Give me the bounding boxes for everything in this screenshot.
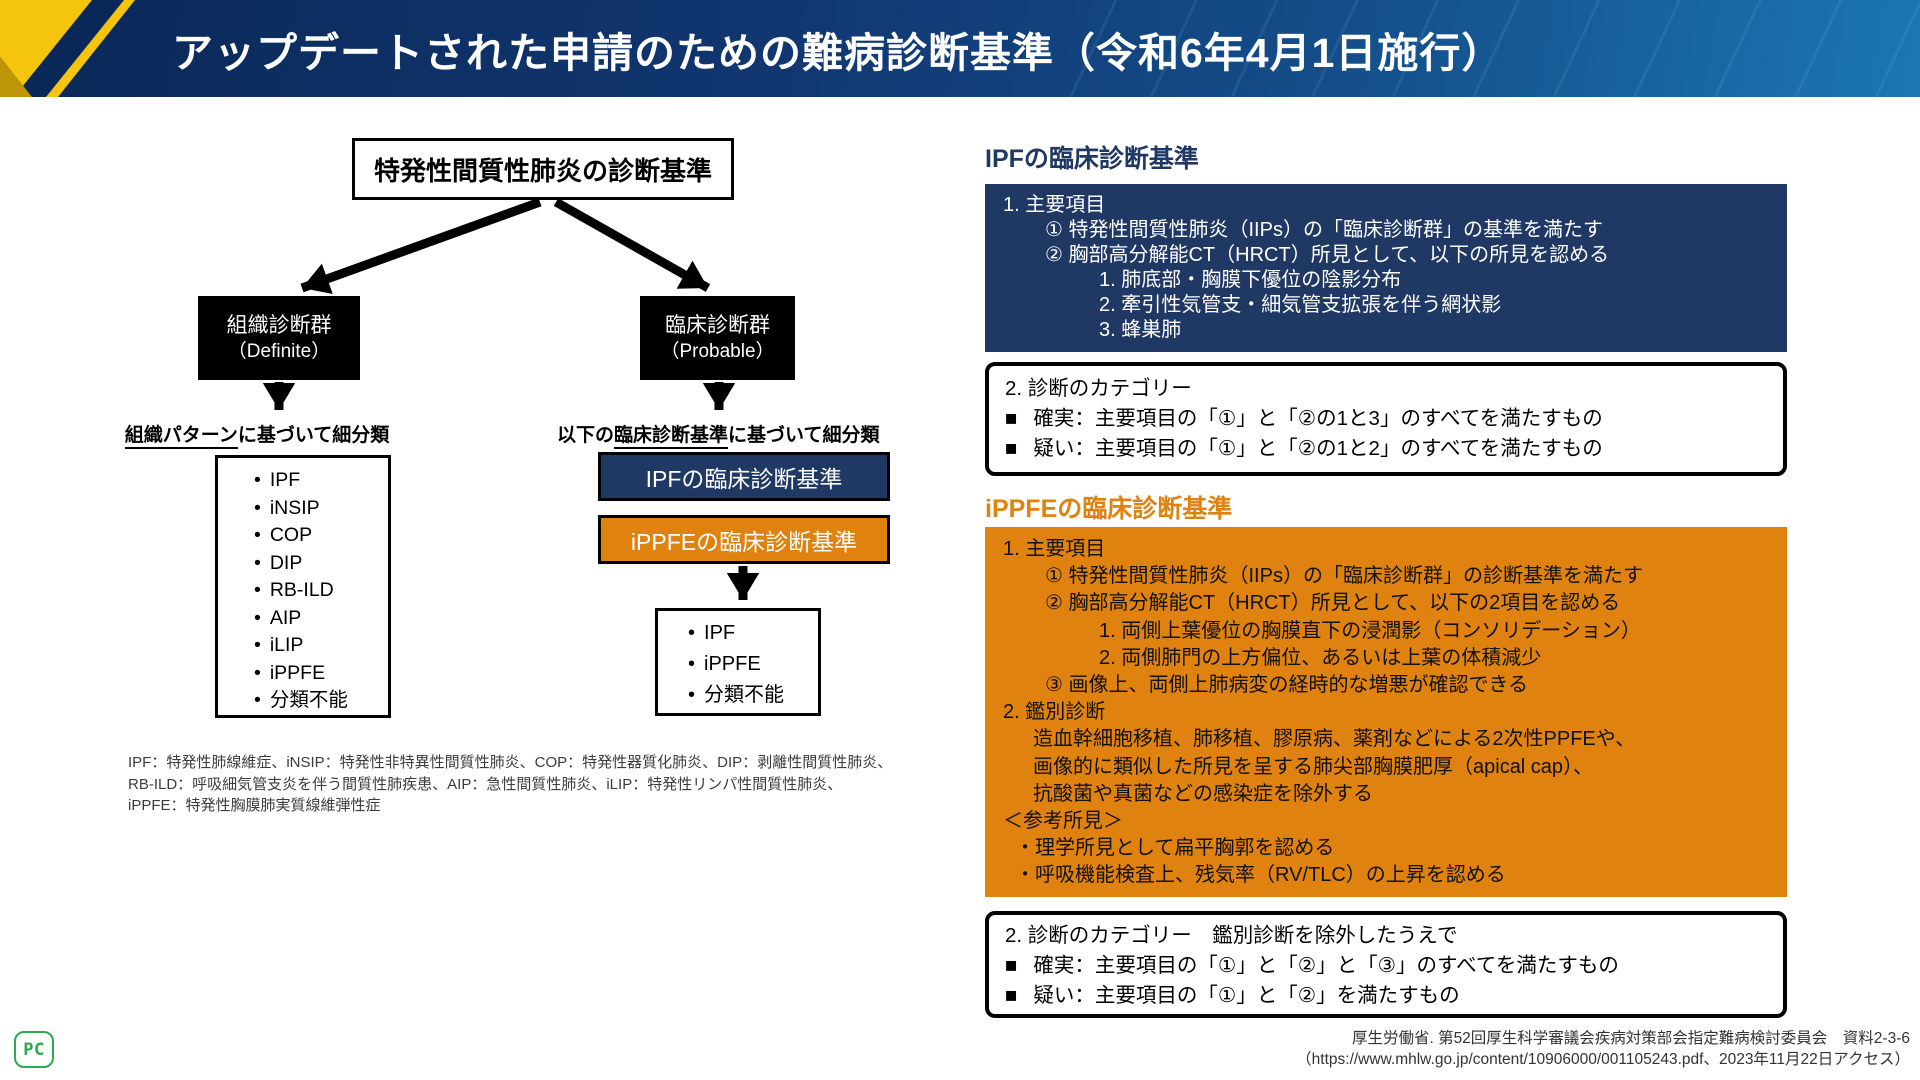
square-bullet-icon: ■ (1005, 407, 1018, 430)
dot-bullet-icon: • (254, 496, 261, 519)
panel-line: 2. 牽引性気管支・細気管支拡張を伴う網状影 (1099, 294, 1502, 316)
category-item: ■ 確実：主要項目の「①」と「②」と「③」のすべてを満たすもの (1005, 951, 1767, 981)
ippfe-criteria-tag-box: iPPFEの臨床診断基準 (598, 515, 890, 564)
panel-line: ・理学所見として扁平胸郭を認める (1015, 837, 1335, 860)
root-criteria-box: 特発性間質性肺炎の診断基準 (352, 138, 734, 200)
dot-bullet-icon: • (688, 653, 696, 675)
category-item: ■ 疑い：主要項目の「①」と「②」を満たすもの (1005, 981, 1767, 1011)
square-bullet-icon: ■ (1005, 984, 1018, 1007)
dot-bullet-icon: • (254, 634, 261, 656)
clinical-subtype-list: •IPF •iPPFE •分類不能 (655, 608, 821, 716)
category-item: ■ 確実：主要項目の「①」と「②の1と3」のすべてを満たすもの (1005, 404, 1767, 434)
panel-line: 1. 肺底部・胸膜下優位の陰影分布 (1099, 269, 1402, 291)
dot-bullet-icon: • (254, 606, 261, 629)
panel-line: ＜参考所見＞ (1003, 810, 1123, 833)
list-item: •iNSIP (254, 495, 388, 523)
dot-bullet-icon: • (254, 689, 261, 711)
histology-subtype-list: •IPF •iNSIP •COP •DIP •RB-ILD •AIP •iLIP… (215, 455, 391, 718)
panel-line: 1. 主要項目 (1003, 538, 1106, 560)
panel-line: ・呼吸機能検査上、残気率（RV/TLC）の上昇を認める (1015, 864, 1506, 887)
panel-line: 2. 両側肺門の上方偏位、あるいは上葉の体積減少 (1099, 646, 1542, 669)
list-item: •分類不能 (688, 680, 818, 711)
panel-line: ① 特発性間質性肺炎（IIPs）の「臨床診断群」の基準を満たす (1045, 219, 1603, 241)
square-bullet-icon: ■ (1005, 437, 1018, 460)
dot-bullet-icon: • (688, 622, 696, 644)
list-item: •RB-ILD (254, 577, 388, 605)
list-item: •AIP (254, 605, 388, 633)
panel-line: 1. 主要項目 (1003, 194, 1106, 216)
panel-line: ② 胸部高分解能CT（HRCT）所見として、以下の所見を認める (1045, 244, 1610, 266)
category-item: ■ 疑い：主要項目の「①」と「②の1と2」のすべてを満たすもの (1005, 434, 1767, 464)
definite-group-box: 組織診断群 （Definite） (198, 296, 360, 380)
dot-bullet-icon: • (254, 551, 261, 574)
list-item: •COP (254, 522, 388, 550)
ippfe-criteria-panel: 1. 主要項目 ① 特発性間質性肺炎（IIPs）の「臨床診断群」の診断基準を満た… (985, 527, 1787, 897)
dot-bullet-icon: • (254, 579, 261, 601)
header-mesh-pattern (1036, 0, 1920, 97)
definite-group-label: 組織診断群 (226, 313, 332, 337)
panel-line: 画像的に類似した所見を呈する肺尖部胸膜肥厚（apical cap）、 (1033, 755, 1594, 778)
arrow-root-to-definite (300, 197, 542, 295)
probable-group-sublabel: （Probable） (660, 341, 775, 363)
panel-line: ② 胸部高分解能CT（HRCT）所見として、以下の2項目を認める (1045, 592, 1621, 615)
definite-group-sublabel: （Definite） (227, 341, 331, 363)
abbreviation-footnote: IPF：特発性肺線維症、iNSIP：特発性非特異性間質性肺炎、COP：特発性器質… (128, 752, 892, 817)
panel-line: ③ 画像上、両側上肺病変の経時的な増悪が確認できる (1045, 674, 1529, 697)
ipf-criteria-panel: 1. 主要項目 ① 特発性間質性肺炎（IIPs）の「臨床診断群」の基準を満たす … (985, 184, 1787, 352)
arrow-root-to-probable (553, 198, 711, 292)
slide-header: アップデートされた申請のための難病診断基準（令和6年4月1日施行） (0, 0, 1920, 97)
dot-bullet-icon: • (688, 684, 696, 706)
pc-logo: PC (14, 1031, 54, 1068)
dot-bullet-icon: • (254, 524, 261, 546)
panel-line: 1. 両側上葉優位の胸膜直下の浸潤影（コンソリデーション） (1099, 619, 1641, 642)
list-item: •iPPFE (688, 649, 818, 680)
ipf-criteria-tag-box: IPFの臨床診断基準 (598, 452, 890, 501)
panel-line: 抗酸菌や真菌などの感染症を除外する (1033, 782, 1373, 805)
list-item: •DIP (254, 550, 388, 578)
dot-bullet-icon: • (254, 661, 261, 684)
list-item: •分類不能 (254, 687, 388, 715)
panel-line: 2. 鑑別診断 (1003, 701, 1106, 724)
list-item: •iPPFE (254, 660, 388, 688)
footnote-line: RB-ILD：呼吸細気管支炎を伴う間質性肺疾患、AIP：急性間質性肺炎、iLIP… (128, 775, 843, 793)
footnote-line: IPF：特発性肺線維症、iNSIP：特発性非特異性間質性肺炎、COP：特発性器質… (128, 754, 893, 771)
histology-subdivide-label: 組織パターンに基づいて細分類 (118, 420, 396, 449)
category-title: 2. 診断のカテゴリー (1005, 377, 1192, 400)
ipf-diagnosis-category-box: 2. 診断のカテゴリー ■ 確実：主要項目の「①」と「②の1と3」のすべてを満た… (985, 362, 1787, 476)
page-title: アップデートされた申請のための難病診断基準（令和6年4月1日施行） (172, 29, 1504, 76)
ippfe-section-heading: iPPFEの臨床診断基準 (985, 495, 1233, 523)
dot-bullet-icon: • (254, 469, 261, 491)
probable-group-label: 臨床診断群 (665, 313, 770, 337)
citation-line: （https://www.mhlw.go.jp/content/10906000… (1296, 1051, 1910, 1068)
probable-group-box: 臨床診断群 （Probable） (640, 296, 795, 380)
list-item: •IPF (688, 618, 818, 649)
source-citation: 厚生労働省. 第52回厚生科学審議会疾病対策部会指定難病検討委員会 資料2-3-… (1296, 1028, 1910, 1070)
panel-line: 造血幹細胞移植、肺移植、膠原病、薬剤などによる2次性PPFEや、 (1033, 728, 1636, 751)
category-title: 2. 診断のカテゴリー 鑑別診断を除外したうえで (1005, 924, 1458, 947)
panel-line: 3. 蜂巣肺 (1099, 319, 1182, 341)
ipf-section-heading: IPFの臨床診断基準 (985, 145, 1199, 173)
citation-line: 厚生労働省. 第52回厚生科学審議会疾病対策部会指定難病検討委員会 資料2-3-… (1351, 1030, 1910, 1047)
panel-line: ① 特発性間質性肺炎（IIPs）の「臨床診断群」の診断基準を満たす (1045, 565, 1643, 588)
list-item: •IPF (254, 467, 388, 495)
list-item: •iLIP (254, 632, 388, 660)
ippfe-diagnosis-category-box: 2. 診断のカテゴリー 鑑別診断を除外したうえで ■ 確実：主要項目の「①」と「… (985, 911, 1787, 1018)
square-bullet-icon: ■ (1005, 954, 1018, 977)
footnote-line: iPPFE：特発性胸膜肺実質線維弾性症 (128, 797, 381, 814)
clinical-subdivide-label: 以下の臨床診断基準に基づいて細分類 (557, 420, 879, 449)
